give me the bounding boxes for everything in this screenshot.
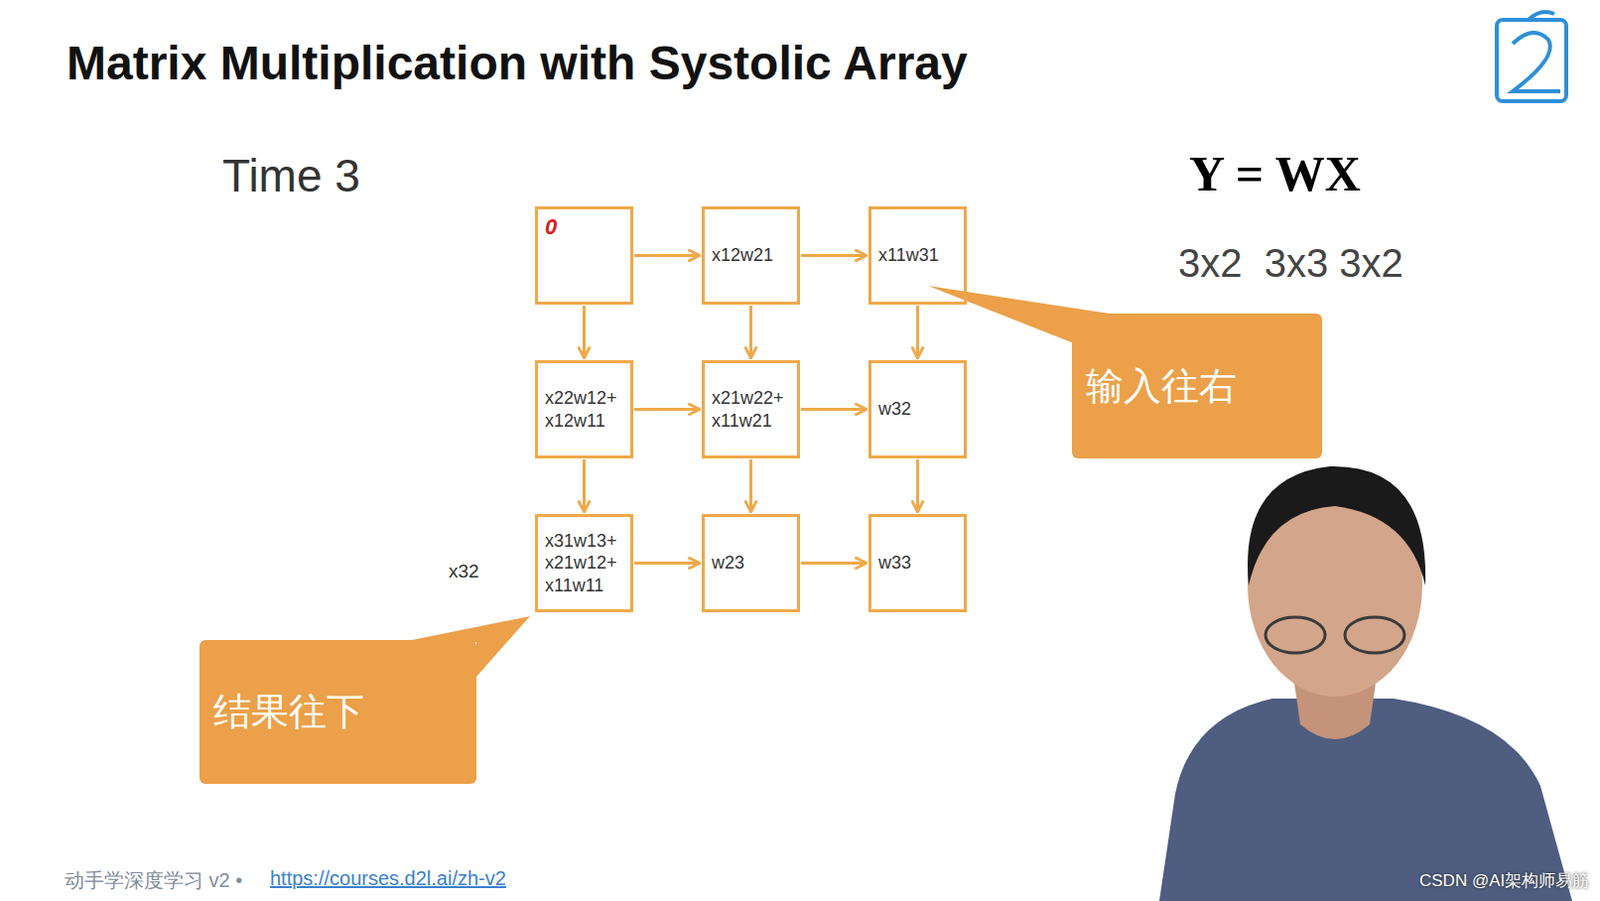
- data-flow-arrow: [634, 254, 700, 258]
- cell-text: x22w12+ x12w11: [544, 387, 624, 432]
- data-flow-arrow: [582, 305, 586, 359]
- pe-cell: w23: [701, 514, 800, 613]
- pe-cell: w32: [868, 360, 967, 459]
- pe-cell: x12w21: [701, 206, 800, 305]
- pe-cell: x21w22+ x11w21: [701, 360, 800, 459]
- data-flow-arrow: [634, 561, 700, 565]
- callout-text: 结果往下: [213, 686, 365, 738]
- data-flow-arrow: [800, 561, 867, 565]
- data-flow-arrow: [582, 459, 586, 513]
- data-flow-arrow: [634, 407, 700, 411]
- time-step: Time 3: [222, 148, 361, 203]
- presenter-glasses: [1265, 617, 1326, 654]
- matrix-shapes: 3x2 3x3 3x2: [1178, 241, 1404, 286]
- cell-text: x31w13+ x21w12+ x11w11: [544, 530, 624, 598]
- watermark: CSDN @AI架构师易筋: [1419, 869, 1590, 893]
- logo-mark: [1512, 32, 1561, 92]
- callout-box: 输入往右: [1071, 313, 1323, 459]
- pe-cell: w33: [868, 514, 967, 613]
- pe-cell: 0: [534, 206, 634, 305]
- input-element: x32: [448, 560, 480, 583]
- cell-text: w33: [878, 551, 912, 575]
- data-flow-arrow: [916, 459, 920, 513]
- slide-title: Matrix Multiplication with Systolic Arra…: [66, 35, 968, 91]
- footer-link: https://courses.d2l.ai/zh-v2: [269, 867, 507, 891]
- logo-mark: [1528, 11, 1555, 20]
- presenter-hair: [1247, 466, 1426, 586]
- cell-text: x21w22+ x11w21: [711, 387, 791, 432]
- presenter-shirt: [1159, 698, 1573, 901]
- data-flow-arrow: [749, 459, 753, 513]
- pe-cell: x22w12+ x12w11: [534, 360, 634, 459]
- logo-frame: [1496, 19, 1567, 102]
- data-flow-arrow: [800, 407, 867, 411]
- cell-text: w32: [878, 398, 912, 421]
- cell-text: w23: [711, 551, 745, 575]
- cell-text: x12w21: [711, 244, 774, 267]
- data-flow-arrow: [749, 305, 753, 359]
- pe-cell: x11w31: [868, 206, 967, 305]
- cell-text: x11w31: [878, 244, 939, 267]
- callout-box: 结果往下: [199, 640, 477, 785]
- pe-cell: x31w13+ x21w12+ x11w11: [534, 514, 634, 613]
- handwritten-mark: 0: [544, 213, 557, 242]
- data-flow-arrow: [800, 254, 867, 258]
- footer-text: 动手学深度学习 v2 •: [64, 867, 243, 895]
- data-flow-arrow: [916, 305, 920, 359]
- equation: Y = WX: [1189, 144, 1361, 203]
- callout-text: 输入往右: [1085, 361, 1237, 412]
- presenter-glasses: [1344, 617, 1405, 654]
